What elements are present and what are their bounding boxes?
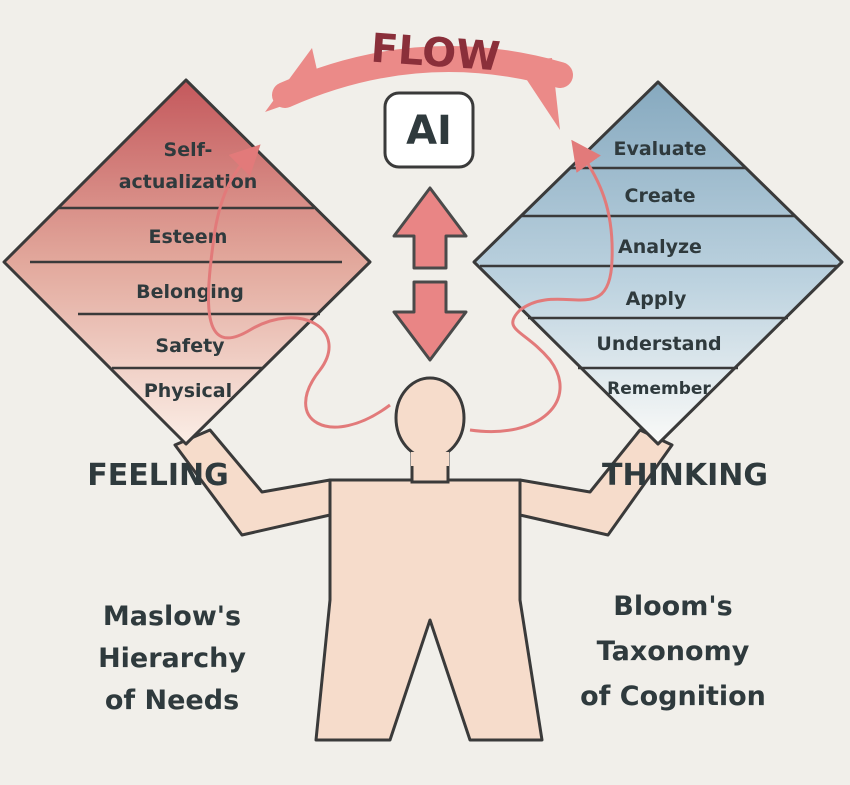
bloom-level-6: Remember [607, 379, 711, 399]
loop-arrow-right-icon [469, 139, 614, 433]
bloom-caption-3: of Cognition [580, 681, 766, 712]
flow-arrow-group: FLOW [265, 26, 573, 130]
bloom-level-5: Understand [596, 333, 721, 355]
person-head [394, 376, 466, 460]
maslow-caption-3: of Needs [105, 685, 239, 716]
thinking-label: THINKING [602, 458, 768, 493]
bloom-level-3: Analyze [618, 236, 702, 258]
bloom-level-4: Apply [626, 288, 687, 310]
maslow-caption-2: Hierarchy [98, 643, 246, 674]
ai-label: AI [406, 108, 452, 154]
bloom-level-1: Evaluate [613, 138, 706, 160]
down-arrow-icon [392, 280, 468, 362]
bloom-pyramid: Evaluate Create Analyze Apply Understand… [472, 80, 844, 446]
maslow-level-2: Esteem [149, 226, 228, 248]
bloom-caption-2: Taxonomy [597, 636, 750, 667]
maslow-level-1b: actualization [119, 171, 258, 193]
maslow-level-3: Belonging [136, 281, 244, 303]
person-body [314, 478, 544, 742]
maslow-pyramid: Self- actualization Esteem Belonging Saf… [2, 78, 372, 446]
maslow-level-5: Physical [144, 380, 232, 402]
maslow-level-4: Safety [155, 335, 225, 357]
up-arrow-icon [392, 186, 468, 270]
feeling-label: FEELING [87, 458, 229, 493]
left-arrowhead [265, 48, 322, 112]
maslow-caption-1: Maslow's [103, 601, 241, 632]
bloom-caption-1: Bloom's [613, 591, 732, 622]
maslow-level-1a: Self- [164, 139, 213, 161]
loop-arrow-icon [206, 144, 391, 429]
bloom-level-2: Create [625, 185, 696, 207]
right-curved-arrow-icon [515, 58, 560, 130]
ai-box: AI [383, 91, 475, 169]
flow-title: FLOW [369, 26, 501, 81]
